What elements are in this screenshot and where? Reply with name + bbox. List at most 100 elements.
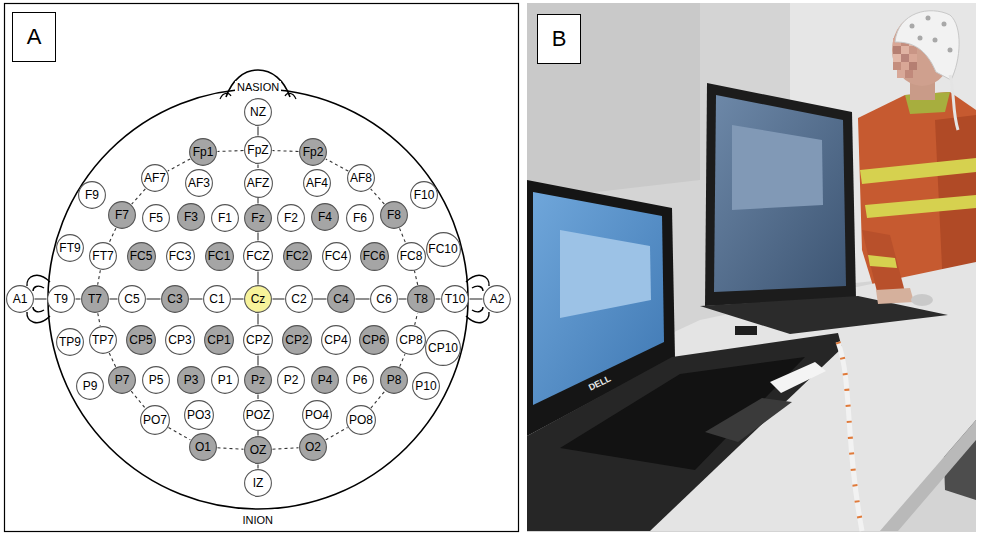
electrode-outline [328, 286, 355, 313]
electrode-site: CP8 [396, 325, 426, 355]
panel-letter: B [537, 14, 581, 64]
electrode-site: CP10 [425, 330, 461, 366]
electrode-site: CP1 [204, 325, 234, 355]
electrode-outline [300, 434, 327, 461]
electrode-site: CP3 [165, 325, 195, 355]
electrode-label: P10 [415, 380, 436, 392]
ribbon-cable [838, 342, 862, 531]
ring-line [131, 391, 145, 408]
ring-line [98, 313, 100, 326]
electrode-label: FC1 [208, 250, 231, 262]
electrode-outline [312, 367, 339, 394]
electrode-outline [397, 242, 425, 270]
sticker [770, 362, 826, 393]
face-blur [905, 70, 913, 78]
electrode-site: Pz [244, 366, 272, 394]
electrode-label: C6 [376, 293, 391, 305]
electrode-label: CPZ [246, 334, 270, 346]
usb-hub [735, 326, 757, 335]
electrode-outline [360, 242, 388, 270]
electrode-label: AF7 [144, 172, 166, 184]
electrode-site: AF4 [303, 169, 331, 197]
electrode-label: F6 [353, 212, 367, 224]
electrode-label: FT9 [59, 242, 80, 254]
electrode-label: P8 [387, 374, 402, 386]
electrode-site: F3 [177, 203, 205, 231]
electrode-site: C6 [370, 285, 398, 313]
electrode-outline [166, 326, 195, 355]
cap-electrode [926, 16, 931, 21]
electrode-site: Fp1 [189, 138, 217, 166]
touchpad [705, 398, 792, 442]
electrode-outline [347, 205, 374, 232]
electrode-outline [245, 286, 272, 313]
electrode-site: AFZ [244, 169, 273, 198]
electrode-outline [413, 373, 440, 400]
electrode-outline [244, 169, 272, 197]
electrode-site: T10 [441, 285, 469, 313]
electrode-site: CP2 [282, 325, 312, 355]
electrode-outline [212, 205, 239, 232]
grid-line [273, 298, 285, 299]
electrode-outline [178, 367, 205, 394]
electrode-site: F6 [346, 204, 374, 232]
grid-line [436, 298, 441, 299]
electrode-site: C2 [285, 285, 313, 313]
ring-line [326, 428, 348, 440]
electrode-outline [245, 437, 272, 464]
electrode-site: FC6 [360, 242, 389, 271]
electrode-site: CP5 [126, 325, 156, 355]
ring-line [414, 271, 417, 285]
electrode-outline [142, 165, 169, 192]
face-blur [897, 70, 905, 78]
electrode-outline [426, 331, 461, 366]
mouse [911, 294, 933, 306]
reflective-stripe [865, 195, 976, 218]
electrode-label: C1 [209, 293, 224, 305]
electrode-label: O2 [305, 441, 321, 453]
photo [527, 3, 976, 532]
electrode-outline [162, 286, 189, 313]
electrode-outline [348, 165, 375, 192]
electrode-site: CPZ [243, 325, 273, 355]
electrode-outline [381, 367, 408, 394]
electrode-site: O2 [299, 433, 327, 461]
electrode-site: F7 [108, 201, 136, 229]
electrode-site: F5 [142, 204, 170, 232]
ring-line [326, 159, 349, 171]
grid-line [470, 298, 483, 299]
electrode-label: FCZ [246, 250, 269, 262]
electrode-site: P2 [277, 366, 305, 394]
electrode-label: PO3 [187, 409, 211, 421]
grid-line [257, 127, 258, 136]
electrode-outline [141, 406, 170, 435]
grid-line [257, 165, 258, 169]
electrode-outline [57, 235, 84, 262]
electrode-label: FpZ [247, 144, 268, 156]
back-laptop-screen [714, 95, 846, 292]
electrode-label: C2 [291, 293, 306, 305]
electrode-outline [204, 286, 231, 313]
electrode-label: F5 [149, 212, 163, 224]
electrode-label: C5 [124, 293, 139, 305]
electrode-outline [143, 205, 170, 232]
grid-line [147, 298, 161, 299]
electrode-site: F9 [78, 181, 106, 209]
electrode-site: P5 [142, 366, 170, 394]
electrode-label: Fp1 [193, 146, 214, 158]
ring-line [272, 448, 298, 449]
electrode-outline [304, 170, 331, 197]
landmark-label: INION [241, 514, 276, 527]
electrode-site: FC8 [397, 242, 426, 271]
electrode-outline [300, 139, 327, 166]
electrode-label: P6 [353, 374, 368, 386]
electrode-outline [245, 99, 272, 126]
electrode-label: P3 [184, 374, 199, 386]
electrode-site: P1 [211, 366, 239, 394]
electrode-outline [190, 139, 217, 166]
electrode-outline [205, 326, 234, 355]
electrode-site: T7 [81, 285, 109, 313]
panel-letter-text: B [552, 28, 567, 50]
grid-line [399, 298, 407, 299]
electrode-label: FC2 [286, 250, 309, 262]
